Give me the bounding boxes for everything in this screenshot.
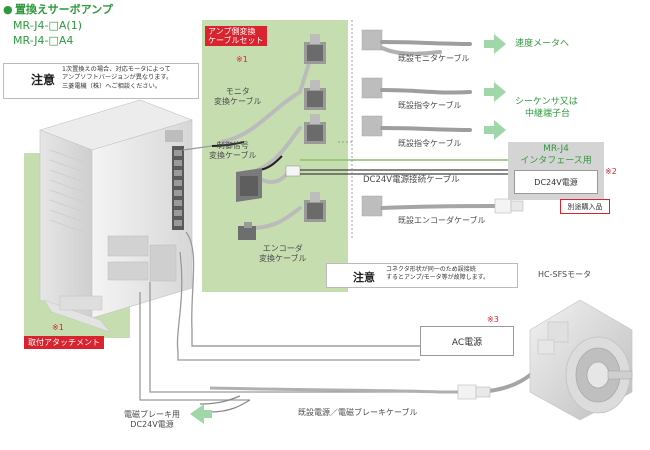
existing-cables bbox=[199, 29, 552, 413]
caution-box-top bbox=[3, 63, 199, 99]
interface-title: MR-J4 インタフェース用 bbox=[520, 144, 592, 166]
control-signal-cable-label: 制御信号 変換ケーブル bbox=[209, 141, 257, 161]
conversion-connectors bbox=[236, 34, 326, 240]
dc24v-supply-box: DC24V電源 bbox=[514, 170, 598, 194]
speed-meter-label: 速度メータへ bbox=[515, 39, 570, 49]
existing-monitor-cable-label: 既設モニタケーブル bbox=[398, 54, 470, 63]
existing-command-cable-label-1: 既設指令ケーブル bbox=[398, 101, 462, 110]
amp-side-cable-set-tag: アンプ側変換 ケーブルセット bbox=[205, 26, 267, 47]
model-label-2: MR-J4-□A4 bbox=[13, 34, 74, 47]
dc24v-connect-cable-label: DC24V電源接続ケーブル bbox=[363, 175, 460, 185]
note-1-attachment-marker: ※1 bbox=[52, 323, 64, 332]
motor-label: HC-SFSモータ bbox=[538, 270, 592, 279]
encoder-cable-label: エンコーダ 変換ケーブル bbox=[259, 244, 307, 264]
existing-encoder-cable-label: 既設エンコーダケーブル bbox=[398, 216, 486, 225]
note-2-marker: ※2 bbox=[605, 167, 617, 176]
note-3-marker: ※3 bbox=[487, 315, 499, 324]
monitor-cable-label: モニタ 変換ケーブル bbox=[214, 87, 262, 107]
title-bullet: ● bbox=[3, 3, 13, 16]
caution-box-mid bbox=[326, 263, 518, 288]
caution-label-top: 注意 bbox=[31, 73, 56, 87]
existing-power-brake-cable-label: 既設電源／電磁ブレーキケーブル bbox=[298, 408, 418, 417]
note-1-marker: ※1 bbox=[236, 55, 248, 64]
separate-purchase-box: 別途購入品 bbox=[560, 199, 610, 214]
caution-text-top: 1次置換えの場合、対応モータによって アンプソフトバージョンが異なります。 三菱… bbox=[62, 66, 173, 90]
caution-label-mid: 注意 bbox=[353, 271, 375, 284]
sequencer-label: シーケンサ又は 中継端子台 bbox=[515, 97, 578, 120]
brake-power-label: 電磁ブレーキ用 DC24V電源 bbox=[124, 410, 180, 430]
servo-amplifier bbox=[39, 99, 193, 333]
existing-command-cable-label-2: 既設指令ケーブル bbox=[398, 139, 462, 148]
hc-sfs-motor bbox=[529, 299, 633, 421]
model-label-1: MR-J4-□A(1) bbox=[13, 19, 82, 32]
attachment-tag: 取付アタッチメント bbox=[24, 336, 104, 350]
page-title: 置換えサーボアンプ bbox=[15, 3, 113, 16]
ac-power-box: AC電源 bbox=[420, 326, 514, 356]
green-arrows bbox=[190, 34, 506, 424]
caution-text-mid: コネクタ形状が同一のため誤接続 するとアンプ/モータ等が故障します。 bbox=[386, 266, 490, 282]
amp-output-cables bbox=[139, 145, 470, 401]
